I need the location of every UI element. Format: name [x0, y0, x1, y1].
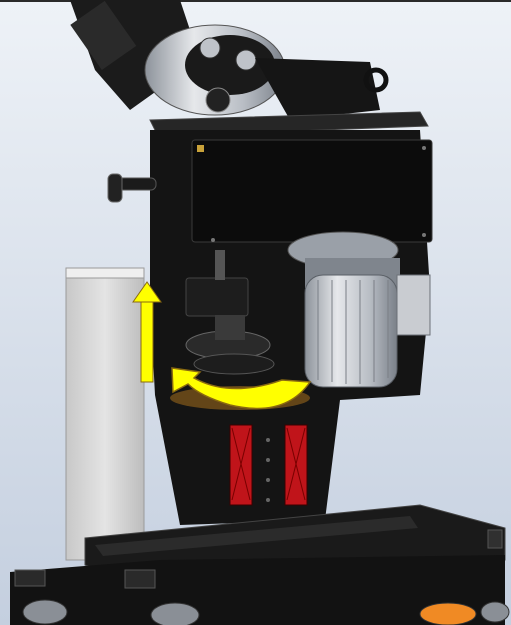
control-box [191, 139, 433, 243]
cabinet-top [65, 267, 145, 279]
warning-labels [229, 424, 308, 506]
caster-wheels [22, 599, 510, 625]
rotary-head [70, 0, 389, 120]
curved-arrow-icon [171, 367, 312, 410]
side-handle [107, 173, 157, 203]
motor [287, 231, 431, 388]
top-edge-line [0, 0, 511, 2]
grey-cabinet-side [65, 269, 145, 561]
up-arrow-icon [132, 281, 162, 383]
spindle [185, 250, 275, 375]
